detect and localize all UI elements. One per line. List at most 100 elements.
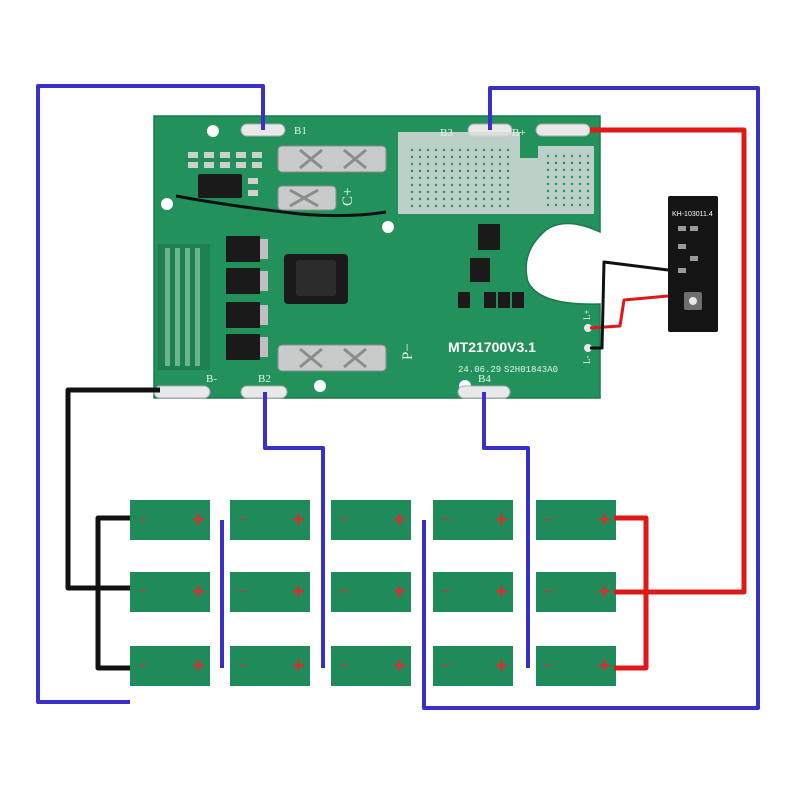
- balance-wire-b1: [36, 84, 265, 704]
- transistor: [484, 292, 496, 308]
- transistor: [498, 292, 510, 308]
- cell-negative-terminal: −: [138, 658, 147, 675]
- smd-component: [236, 152, 246, 158]
- mosfet-array: [226, 236, 268, 360]
- cell-positive-terminal: +: [598, 653, 611, 678]
- resistor-strip: [158, 244, 210, 370]
- label-l-minus: L-: [582, 356, 592, 365]
- label-b4: B4: [478, 373, 491, 385]
- cell-negative-terminal: −: [339, 512, 348, 529]
- controller-ic: [198, 174, 242, 198]
- cell-body: [536, 572, 616, 612]
- cell-positive-terminal: +: [292, 579, 305, 604]
- smd-component: [236, 162, 246, 168]
- driver-ic: [470, 258, 490, 282]
- cell-body: [433, 646, 513, 686]
- cell-positive-terminal: +: [292, 653, 305, 678]
- battery-cell: −+: [433, 572, 513, 612]
- indicator-board-model: KH-103011.4: [672, 211, 713, 218]
- regulator-ic: [478, 224, 500, 250]
- board-serial: S2H01843A0: [504, 365, 558, 375]
- mount-hole: [382, 221, 394, 233]
- cell-positive-terminal: +: [192, 653, 205, 678]
- battery-cell: −+: [331, 572, 411, 612]
- cell-negative-terminal: −: [138, 512, 147, 529]
- cell-body: [130, 646, 210, 686]
- pad-b-minus: [153, 385, 211, 399]
- pad-l-minus: [584, 344, 592, 352]
- cell-positive-terminal: +: [495, 653, 508, 678]
- label-p-minus: P−: [400, 343, 416, 360]
- cell-body: [536, 500, 616, 540]
- battery-cell: −+: [230, 500, 310, 540]
- battery-cell: −+: [536, 646, 616, 686]
- terminal-clip-c-plus: [277, 185, 337, 211]
- cell-body: [331, 500, 411, 540]
- positive-bus: [614, 515, 649, 671]
- label-c-plus: C+: [340, 188, 356, 206]
- wires: [36, 84, 760, 710]
- cell-body: [433, 500, 513, 540]
- cell-positive-terminal: +: [292, 507, 305, 532]
- label-b3: B3: [440, 127, 453, 139]
- cell-negative-terminal: −: [238, 512, 247, 529]
- mosfet: [226, 302, 268, 328]
- transistor: [458, 292, 470, 308]
- smd-component: [220, 152, 230, 158]
- battery-cell: −+: [433, 646, 513, 686]
- mosfet: [226, 236, 268, 262]
- via-grid: [410, 148, 590, 208]
- smd-component: [188, 162, 198, 168]
- indicator-board: KH-103011.4: [668, 196, 718, 332]
- mosfet: [226, 334, 268, 360]
- board-date-code: 24.06.29: [458, 365, 501, 375]
- battery-cell: −+: [230, 572, 310, 612]
- cell-body: [331, 572, 411, 612]
- battery-cell: −+: [331, 500, 411, 540]
- cell-grid: −+−+−+−+−+−+−+−+−+−+−+−+−+−+−+: [130, 500, 616, 686]
- cell-body: [130, 572, 210, 612]
- mount-hole: [314, 380, 326, 392]
- sense-wire: [175, 194, 387, 218]
- indicator-negative-wire: [590, 260, 669, 350]
- terminal-clip-p-minus: [277, 344, 387, 372]
- cell-negative-terminal: −: [138, 584, 147, 601]
- battery-cell: −+: [130, 646, 210, 686]
- cell-positive-terminal: +: [192, 507, 205, 532]
- transistor: [512, 292, 524, 308]
- battery-cell: −+: [130, 572, 210, 612]
- cell-negative-terminal: −: [441, 512, 450, 529]
- cell-body: [230, 500, 310, 540]
- mosfet: [226, 268, 268, 294]
- cell-positive-terminal: +: [598, 507, 611, 532]
- cell-negative-terminal: −: [441, 584, 450, 601]
- smd-component: [248, 190, 258, 196]
- smd-component: [248, 178, 258, 184]
- negative-bus: [95, 515, 130, 671]
- positive-main-wire: [590, 127, 747, 595]
- battery-cell: −+: [433, 500, 513, 540]
- cell-body: [433, 572, 513, 612]
- label-b-minus: B-: [206, 373, 217, 385]
- cell-body: [230, 646, 310, 686]
- negative-main-wire: [65, 387, 160, 591]
- cell-positive-terminal: +: [393, 653, 406, 678]
- smd-component: [220, 162, 230, 168]
- mount-hole: [161, 198, 173, 210]
- cell-body: [331, 646, 411, 686]
- pad-l-plus: [584, 324, 592, 332]
- battery-cell: −+: [536, 500, 616, 540]
- cell-positive-terminal: +: [495, 579, 508, 604]
- board-model: MT21700V3.1: [448, 339, 536, 355]
- cell-body: [536, 646, 616, 686]
- smd-component: [188, 152, 198, 158]
- cell-positive-terminal: +: [393, 579, 406, 604]
- mount-hole: [207, 125, 219, 137]
- cell-body: [230, 572, 310, 612]
- cell-positive-terminal: +: [495, 507, 508, 532]
- battery-cell: −+: [536, 572, 616, 612]
- terminal-clip-top: [277, 145, 387, 173]
- smd-parts: [188, 152, 262, 196]
- pad-b-plus: [535, 123, 591, 137]
